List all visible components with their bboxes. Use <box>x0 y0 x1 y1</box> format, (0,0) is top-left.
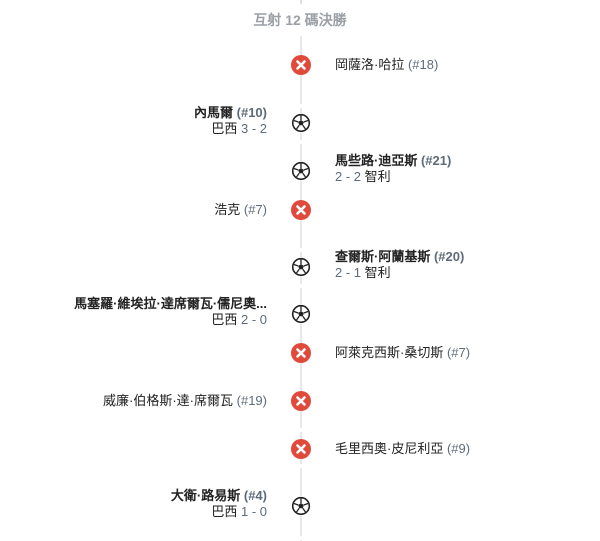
soccer-ball-icon <box>291 161 311 181</box>
score-line: 2 - 2 智利 <box>335 169 451 185</box>
score-line: 巴西 1 - 0 <box>171 504 267 520</box>
player-line: 浩克 (#7) <box>214 202 267 218</box>
player-name: 大衛·路易斯 <box>170 488 241 503</box>
running-score: 3 - 2 <box>240 121 267 136</box>
player-line: 馬些路·迪亞斯 (#21) <box>335 153 451 169</box>
penalty-row: 阿萊克西斯·桑切斯 (#7) <box>0 343 600 383</box>
kick-info: 浩克 (#7) <box>214 202 267 218</box>
player-name: 岡薩洛·哈拉 <box>335 57 405 72</box>
player-line: 馬塞羅·維埃拉·達席爾瓦·儒尼奧... <box>74 296 267 312</box>
team-name: 巴西 <box>211 121 238 136</box>
team-name: 智利 <box>364 169 391 184</box>
kick-info: 阿萊克西斯·桑切斯 (#7) <box>335 345 470 361</box>
close-icon <box>291 439 311 459</box>
score-line: 巴西 3 - 2 <box>194 121 267 137</box>
close-icon <box>291 343 311 363</box>
running-score: 1 - 0 <box>240 504 267 519</box>
player-number: (#20) <box>433 249 465 264</box>
penalty-row: 查爾斯·阿蘭基斯 (#20)2 - 1 智利 <box>0 248 600 288</box>
penalty-row: 岡薩洛·哈拉 (#18) <box>0 55 600 95</box>
player-number: (#18) <box>407 57 439 72</box>
kick-info: 大衛·路易斯 (#4)巴西 1 - 0 <box>171 488 267 520</box>
penalty-row: 浩克 (#7) <box>0 200 600 240</box>
kick-info: 岡薩洛·哈拉 (#18) <box>335 57 438 73</box>
kick-info: 威廉·伯格斯·達·席爾瓦 (#19) <box>103 393 267 409</box>
running-score: 2 - 2 <box>335 169 362 184</box>
team-name: 智利 <box>364 265 391 280</box>
player-line: 阿萊克西斯·桑切斯 (#7) <box>335 345 470 361</box>
timeline-line <box>300 36 302 541</box>
team-name: 巴西 <box>211 312 238 327</box>
section-title: 互射 12 碼決勝 <box>253 12 347 28</box>
player-line: 查爾斯·阿蘭基斯 (#20) <box>335 249 464 265</box>
player-number: (#7) <box>446 345 471 360</box>
player-line: 內馬爾 (#10) <box>194 105 267 121</box>
player-name: 浩克 <box>214 202 241 217</box>
player-number: (#9) <box>446 441 471 456</box>
player-name: 毛里西奧·皮尼利亞 <box>335 441 444 456</box>
player-number: (#4) <box>243 488 267 503</box>
player-number: (#7) <box>243 202 267 217</box>
close-icon <box>291 200 311 220</box>
player-line: 毛里西奧·皮尼利亞 (#9) <box>335 441 470 457</box>
penalty-row: 馬塞羅·維埃拉·達席爾瓦·儒尼奧...巴西 2 - 0 <box>0 295 600 335</box>
penalty-row: 威廉·伯格斯·達·席爾瓦 (#19) <box>0 391 600 431</box>
kick-info: 馬塞羅·維埃拉·達席爾瓦·儒尼奧...巴西 2 - 0 <box>74 296 267 328</box>
kick-info: 內馬爾 (#10)巴西 3 - 2 <box>194 105 267 137</box>
running-score: 2 - 0 <box>240 312 267 327</box>
penalty-row: 大衛·路易斯 (#4)巴西 1 - 0 <box>0 487 600 527</box>
player-name: 威廉·伯格斯·達·席爾瓦 <box>103 393 234 408</box>
close-icon <box>291 391 311 411</box>
soccer-ball-icon <box>291 113 311 133</box>
player-number: (#21) <box>420 153 452 168</box>
player-name: 馬塞羅·維埃拉·達席爾瓦·儒尼奧... <box>74 296 267 311</box>
close-icon <box>291 55 311 75</box>
player-name: 馬些路·迪亞斯 <box>335 153 418 168</box>
player-name: 查爾斯·阿蘭基斯 <box>335 249 431 264</box>
timeline-line-top <box>300 0 302 4</box>
soccer-ball-icon <box>291 257 311 277</box>
player-name: 阿萊克西斯·桑切斯 <box>335 345 444 360</box>
player-name: 內馬爾 <box>194 105 234 120</box>
score-line: 巴西 2 - 0 <box>74 312 267 328</box>
kick-info: 毛里西奧·皮尼利亞 (#9) <box>335 441 470 457</box>
kick-info: 查爾斯·阿蘭基斯 (#20)2 - 1 智利 <box>335 249 464 281</box>
kick-info: 馬些路·迪亞斯 (#21)2 - 2 智利 <box>335 153 451 185</box>
player-line: 大衛·路易斯 (#4) <box>171 488 267 504</box>
player-line: 威廉·伯格斯·達·席爾瓦 (#19) <box>103 393 267 409</box>
soccer-ball-icon <box>291 496 311 516</box>
player-number: (#19) <box>236 393 267 408</box>
penalty-row: 毛里西奧·皮尼利亞 (#9) <box>0 439 600 479</box>
team-name: 巴西 <box>211 504 238 519</box>
penalty-row: 馬些路·迪亞斯 (#21)2 - 2 智利 <box>0 152 600 192</box>
soccer-ball-icon <box>291 304 311 324</box>
running-score: 2 - 1 <box>335 265 362 280</box>
player-line: 岡薩洛·哈拉 (#18) <box>335 57 438 73</box>
penalty-row: 內馬爾 (#10)巴西 3 - 2 <box>0 104 600 144</box>
player-number: (#10) <box>236 105 267 120</box>
score-line: 2 - 1 智利 <box>335 265 464 281</box>
